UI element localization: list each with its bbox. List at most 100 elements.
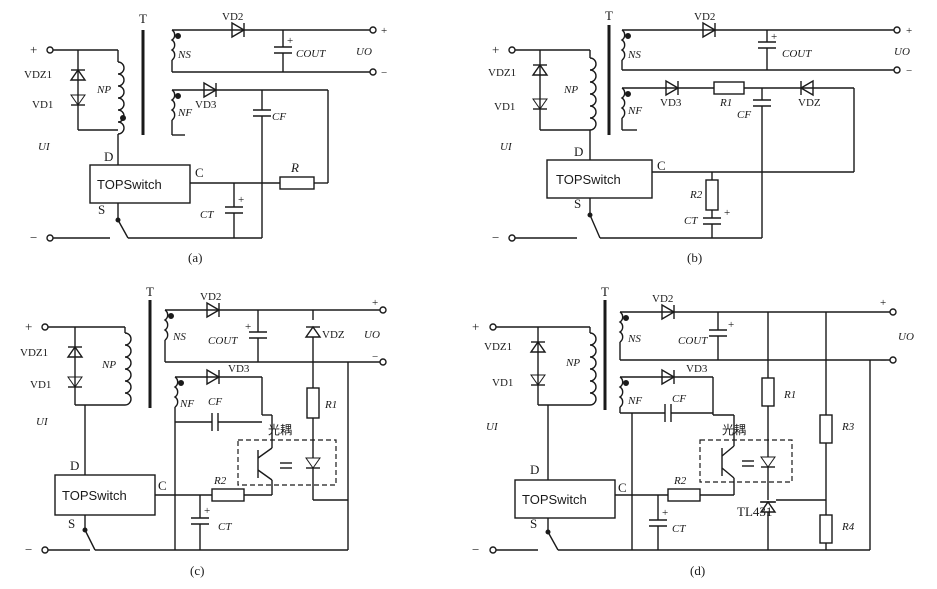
svg-text:T: T bbox=[146, 284, 154, 299]
svg-text:+: + bbox=[245, 321, 251, 333]
svg-text:TOPSwitch: TOPSwitch bbox=[62, 488, 127, 503]
svg-text:C: C bbox=[657, 158, 666, 173]
svg-text:VD1: VD1 bbox=[492, 377, 513, 389]
panel-d: + − VDZ1 VD1 UI NP T NS VD2 + COUT + bbox=[472, 284, 914, 578]
svg-text:CF: CF bbox=[737, 109, 751, 121]
svg-text:+: + bbox=[662, 507, 668, 519]
panel-a: + − VDZ1 VD1 UI NP T NS VD2 + COUT bbox=[24, 11, 387, 265]
np-label: NP bbox=[96, 84, 111, 96]
svg-text:R1: R1 bbox=[324, 399, 337, 411]
svg-text:NP: NP bbox=[563, 84, 578, 96]
svg-text:+: + bbox=[472, 319, 479, 334]
svg-text:C: C bbox=[618, 480, 627, 495]
tl431-label: TL431 bbox=[737, 504, 772, 519]
panel-b: + − VDZ1 VD1 UI NP T NS VD2 + COUT + bbox=[488, 8, 912, 265]
caption-d: (d) bbox=[690, 563, 705, 578]
svg-text:−: − bbox=[381, 67, 387, 79]
svg-text:+: + bbox=[724, 207, 730, 219]
svg-text:UO: UO bbox=[364, 329, 380, 341]
optocoupler-box bbox=[237, 439, 337, 486]
svg-text:S: S bbox=[530, 516, 537, 531]
nf-label: NF bbox=[177, 107, 192, 119]
d-pin-label: D bbox=[104, 149, 113, 164]
svg-text:R1: R1 bbox=[783, 389, 796, 401]
svg-text:VDZ: VDZ bbox=[322, 329, 345, 341]
svg-text:S: S bbox=[68, 516, 75, 531]
svg-text:D: D bbox=[530, 462, 539, 477]
svg-text:−: − bbox=[372, 351, 378, 363]
ns-label: NS bbox=[177, 49, 191, 61]
r-label: R bbox=[290, 160, 299, 175]
svg-text:VD1: VD1 bbox=[494, 101, 515, 113]
svg-text:−: − bbox=[472, 542, 479, 557]
ct-label: CT bbox=[200, 209, 214, 221]
caption-c: (c) bbox=[190, 563, 204, 578]
svg-text:+: + bbox=[906, 25, 912, 37]
svg-text:−: − bbox=[880, 355, 886, 367]
cout-label: COUT bbox=[296, 48, 326, 60]
chip-label: TOPSwitch bbox=[97, 177, 162, 192]
svg-text:VDZ: VDZ bbox=[798, 97, 821, 109]
svg-text:VD2: VD2 bbox=[694, 11, 715, 23]
svg-text:NF: NF bbox=[179, 398, 194, 410]
svg-text:VD3: VD3 bbox=[660, 97, 682, 109]
svg-text:CF: CF bbox=[672, 393, 686, 405]
c-pin-label: C bbox=[195, 165, 204, 180]
cf-label: CF bbox=[272, 111, 286, 123]
plus-label: + bbox=[30, 42, 37, 57]
svg-text:+: + bbox=[728, 319, 734, 331]
svg-text:T: T bbox=[605, 8, 613, 23]
svg-text:+: + bbox=[372, 297, 378, 309]
transformer-label: T bbox=[139, 11, 147, 26]
svg-text:NS: NS bbox=[627, 333, 641, 345]
svg-text:−: − bbox=[492, 230, 499, 245]
svg-text:R2: R2 bbox=[689, 189, 703, 201]
svg-text:UO: UO bbox=[894, 46, 910, 58]
svg-text:C: C bbox=[158, 478, 167, 493]
svg-text:−: − bbox=[906, 65, 912, 77]
svg-text:−: − bbox=[25, 542, 32, 557]
svg-text:VD3: VD3 bbox=[686, 363, 708, 375]
svg-text:NF: NF bbox=[627, 105, 642, 117]
svg-text:NP: NP bbox=[101, 359, 116, 371]
svg-text:D: D bbox=[574, 144, 583, 159]
svg-text:+: + bbox=[25, 319, 32, 334]
svg-text:NF: NF bbox=[627, 395, 642, 407]
svg-text:T: T bbox=[601, 284, 609, 299]
topswitch-chip bbox=[89, 164, 191, 204]
svg-text:+: + bbox=[771, 31, 777, 43]
uo-label: UO bbox=[356, 46, 372, 58]
svg-text:COUT: COUT bbox=[782, 48, 812, 60]
svg-text:CF: CF bbox=[208, 396, 222, 408]
svg-text:NS: NS bbox=[627, 49, 641, 61]
svg-text:TOPSwitch: TOPSwitch bbox=[522, 492, 587, 507]
svg-text:+: + bbox=[204, 505, 210, 517]
vd3-label: VD3 bbox=[195, 99, 217, 111]
minus-label: − bbox=[30, 230, 37, 245]
svg-text:UI: UI bbox=[486, 421, 499, 433]
vd1-label: VD1 bbox=[32, 99, 53, 111]
svg-text:R3: R3 bbox=[841, 421, 855, 433]
svg-text:VD2: VD2 bbox=[652, 293, 673, 305]
svg-text:VDZ1: VDZ1 bbox=[488, 67, 516, 79]
vd2-label: VD2 bbox=[222, 11, 243, 23]
svg-text:R4: R4 bbox=[841, 521, 855, 533]
svg-text:UO: UO bbox=[898, 331, 914, 343]
ui-label: UI bbox=[38, 141, 51, 153]
svg-text:NP: NP bbox=[565, 357, 580, 369]
input-terminal-plus bbox=[46, 46, 54, 54]
svg-text:S: S bbox=[574, 196, 581, 211]
svg-text:VD1: VD1 bbox=[30, 379, 51, 391]
svg-text:UI: UI bbox=[500, 141, 513, 153]
svg-text:VDZ1: VDZ1 bbox=[20, 347, 48, 359]
s-pin-label: S bbox=[98, 202, 105, 217]
svg-text:UI: UI bbox=[36, 416, 49, 428]
svg-text:VD2: VD2 bbox=[200, 291, 221, 303]
svg-text:TOPSwitch: TOPSwitch bbox=[556, 172, 621, 187]
svg-text:+: + bbox=[492, 42, 499, 57]
svg-text:VDZ1: VDZ1 bbox=[484, 341, 512, 353]
svg-text:NS: NS bbox=[172, 331, 186, 343]
svg-text:CT: CT bbox=[218, 521, 232, 533]
svg-text:CT: CT bbox=[672, 523, 686, 535]
